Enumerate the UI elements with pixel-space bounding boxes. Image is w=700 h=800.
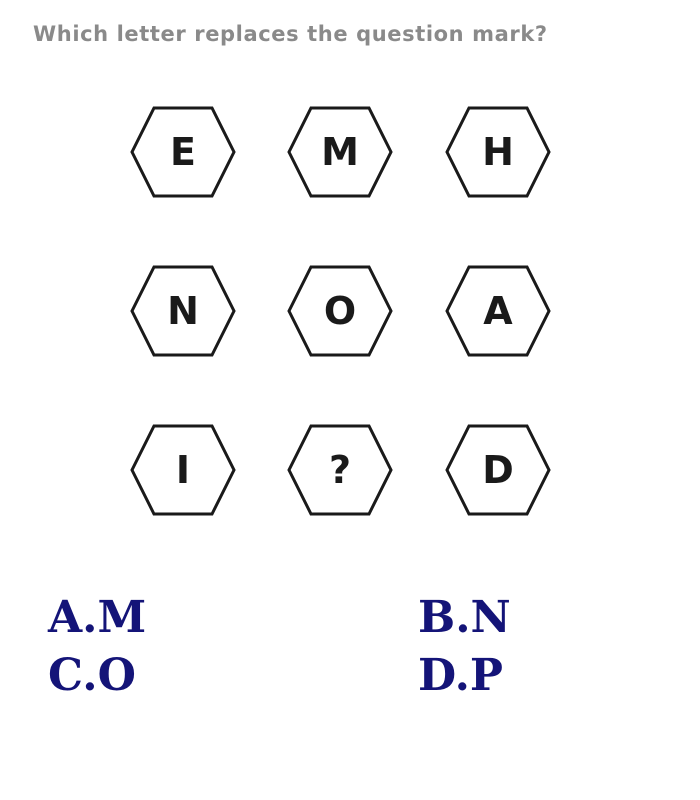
hexagon-shape (287, 424, 393, 516)
hexagon-letter: M (321, 130, 359, 174)
hexagon-shape (287, 106, 393, 198)
hexagon-shape (130, 265, 236, 357)
hexagon-letter: H (482, 130, 514, 174)
question-text: Which letter replaces the question mark? (33, 22, 548, 46)
option-c[interactable]: C.O (48, 650, 136, 701)
hexagon-cell: ? (287, 424, 393, 516)
hexagon-shape (130, 424, 236, 516)
hexagon-cell: E (130, 106, 236, 198)
hexagon-letter: N (167, 289, 199, 333)
hexagon-letter: ? (328, 448, 352, 492)
option-a[interactable]: A.M (48, 592, 147, 643)
hexagon-shape (445, 424, 551, 516)
hexagon-cell: I (130, 424, 236, 516)
hexagon-grid: E M H N O A I (130, 106, 551, 516)
option-b[interactable]: B.N (418, 592, 511, 643)
hexagon-letter: I (175, 448, 191, 492)
hexagon-cell: D (445, 424, 551, 516)
hexagon-cell: O (287, 265, 393, 357)
hexagon-letter: A (483, 289, 513, 333)
hexagon-shape (445, 265, 551, 357)
hexagon-shape (130, 106, 236, 198)
hexagon-shape (445, 106, 551, 198)
option-d[interactable]: D.P (418, 650, 503, 701)
hexagon-letter: D (482, 448, 514, 492)
hexagon-letter: O (323, 289, 357, 333)
hexagon-cell: H (445, 106, 551, 198)
hexagon-shape (287, 265, 393, 357)
hexagon-cell: N (130, 265, 236, 357)
hexagon-cell: A (445, 265, 551, 357)
hexagon-cell: M (287, 106, 393, 198)
hexagon-letter: E (170, 130, 196, 174)
